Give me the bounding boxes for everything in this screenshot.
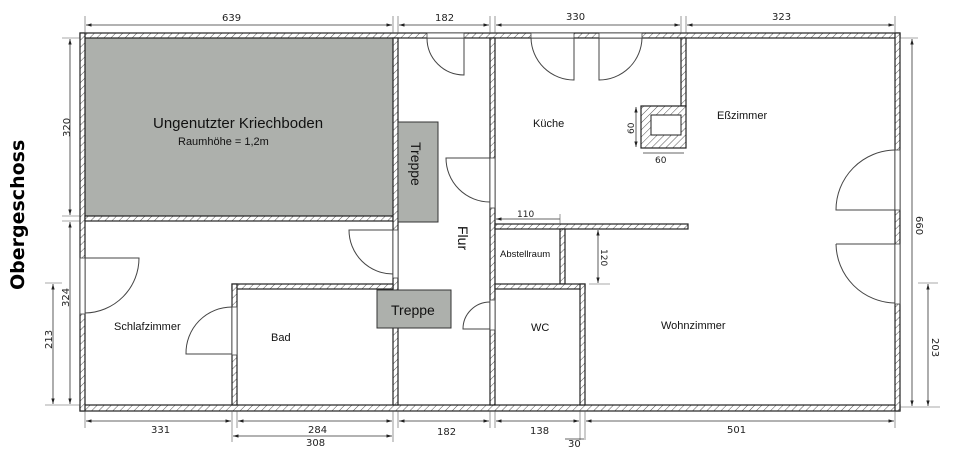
dim-top-4: 323 xyxy=(772,12,791,23)
room-abstellraum: Abstellraum xyxy=(500,249,550,260)
room-esszimmer: Eßzimmer xyxy=(717,110,767,122)
room-wc: WC xyxy=(531,322,549,334)
dim-bottom-1: 331 xyxy=(151,425,170,436)
dimensions-right: 660 203 xyxy=(900,37,940,408)
kriechboden-area xyxy=(84,37,394,217)
dim-chimney-h: 60 xyxy=(627,122,637,134)
room-flur: Flur xyxy=(455,226,471,250)
dim-chimney-w: 60 xyxy=(655,156,667,166)
dim-bottom-5: 501 xyxy=(727,425,746,436)
stairs-lower-label: Treppe xyxy=(391,302,435,318)
room-wohnzimmer: Wohnzimmer xyxy=(661,320,726,332)
dim-bottom-6: 308 xyxy=(306,438,325,449)
dim-abstell-w: 110 xyxy=(517,210,534,220)
dim-bottom-4: 138 xyxy=(530,426,549,437)
dim-left-1: 320 xyxy=(62,118,73,137)
dimensions-bottom: 331 284 182 138 501 308 30 xyxy=(84,411,896,449)
dimensions-internal: 60 60 110 120 xyxy=(496,107,684,285)
stairs-upper-label: Treppe xyxy=(408,142,424,186)
dim-left-2: 324 xyxy=(61,288,72,307)
room-schlafzimmer: Schlafzimmer xyxy=(114,321,181,333)
dim-top-2: 182 xyxy=(435,13,454,24)
room-bad: Bad xyxy=(271,332,291,344)
dim-bottom-2: 284 xyxy=(308,425,327,436)
dim-right-1: 660 xyxy=(913,216,924,235)
dim-right-2: 203 xyxy=(929,338,940,357)
dim-top-3: 330 xyxy=(566,12,585,23)
room-kriechboden: Ungenutzter Kriechboden xyxy=(153,115,323,132)
dim-bottom-3: 182 xyxy=(437,427,456,438)
dim-top-1: 639 xyxy=(222,13,241,24)
dim-bottom-7: 30 xyxy=(568,439,581,449)
dimensions-left: 320 324 213 xyxy=(44,37,80,406)
kriechboden-height-note: Raumhöhe = 1,2m xyxy=(178,136,269,148)
dimensions-top: 639 182 330 323 xyxy=(84,12,896,33)
dim-left-3: 213 xyxy=(44,330,55,349)
doors xyxy=(79,32,901,356)
stairs-lower xyxy=(376,289,452,329)
stairs-upper xyxy=(397,121,439,223)
floor-title: Obergeschoss xyxy=(7,140,29,290)
dim-abstell-h: 120 xyxy=(598,249,608,266)
room-kueche: Küche xyxy=(533,118,564,130)
